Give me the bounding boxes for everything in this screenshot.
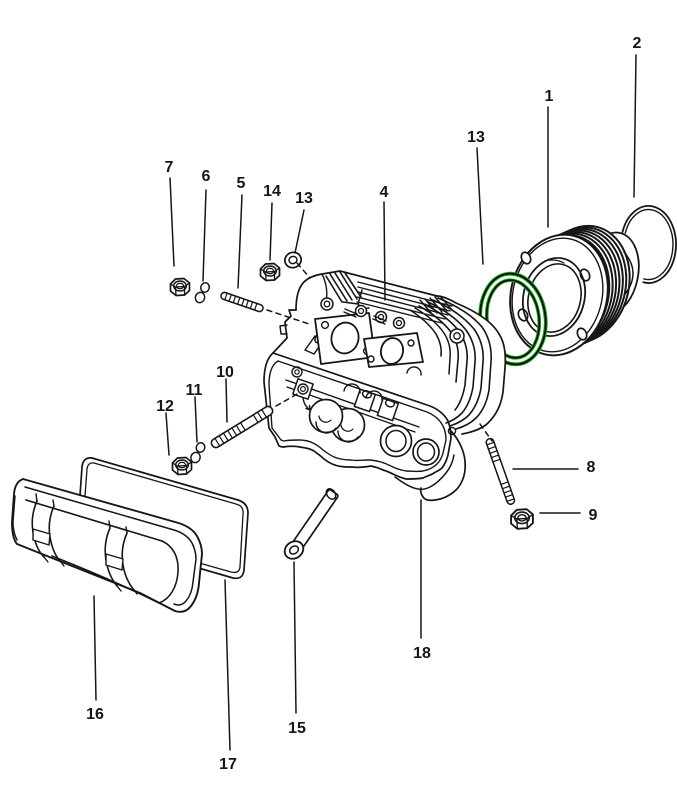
svg-text:16: 16 xyxy=(86,706,104,723)
svg-text:10: 10 xyxy=(216,364,234,381)
svg-text:8: 8 xyxy=(587,459,596,476)
svg-text:2: 2 xyxy=(633,35,642,52)
svg-text:6: 6 xyxy=(202,168,211,185)
svg-text:11: 11 xyxy=(186,382,203,399)
svg-text:7: 7 xyxy=(165,159,174,176)
svg-text:12: 12 xyxy=(156,398,174,415)
svg-text:15: 15 xyxy=(288,720,306,737)
svg-text:18: 18 xyxy=(413,645,431,662)
svg-text:14: 14 xyxy=(263,183,281,200)
svg-text:1: 1 xyxy=(545,88,554,105)
svg-text:13: 13 xyxy=(295,190,313,207)
svg-text:4: 4 xyxy=(380,184,389,201)
svg-text:9: 9 xyxy=(589,507,598,524)
svg-text:13: 13 xyxy=(467,129,485,146)
svg-text:5: 5 xyxy=(237,175,246,192)
svg-text:17: 17 xyxy=(219,756,237,773)
